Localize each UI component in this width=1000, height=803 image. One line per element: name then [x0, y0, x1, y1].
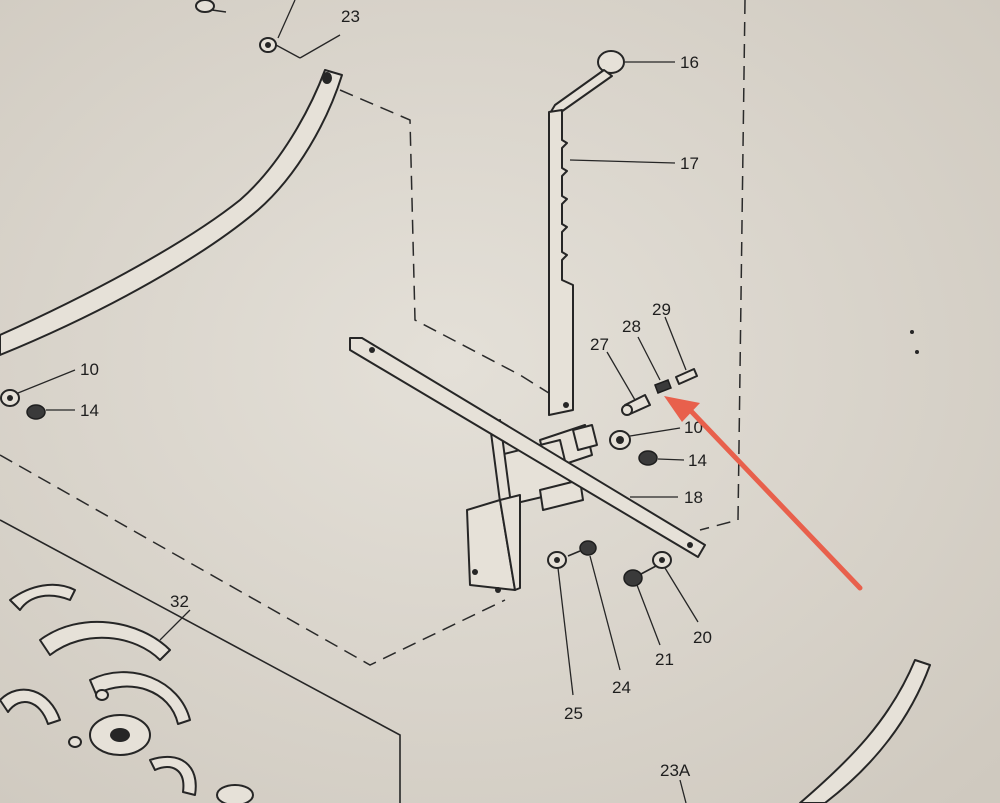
callout-32: 32: [170, 592, 189, 611]
callout-20: 20: [693, 628, 712, 647]
bottom-hardware: [547, 540, 672, 587]
callout-10-left: 10: [80, 360, 99, 379]
callout-25: 25: [564, 704, 583, 723]
callout-14-right: 14: [688, 451, 707, 470]
red-annotation-arrow: [664, 396, 863, 591]
callout-14-left: 14: [80, 401, 99, 420]
callout-10-right: 10: [684, 418, 703, 437]
callout-28: 28: [622, 317, 641, 336]
callout-23a: 23A: [660, 761, 691, 780]
callout-16: 16: [680, 53, 699, 72]
plate-18: [349, 337, 706, 558]
washer-nut-right: [609, 430, 658, 466]
washer-nut-left: [0, 389, 46, 420]
tine-assembly-32: [0, 519, 401, 803]
bolt-top-left: [195, 0, 296, 53]
callout-labels: 23 16 17 29 28 27 10 14 10 14 18 32 20 2…: [80, 7, 712, 780]
handle-bar-23a: [799, 659, 931, 803]
callout-29: 29: [652, 300, 671, 319]
callout-27: 27: [590, 335, 609, 354]
callout-24: 24: [612, 678, 631, 697]
callout-23: 23: [341, 7, 360, 26]
callout-21: 21: [655, 650, 674, 669]
detent-parts: [621, 368, 698, 416]
leader-lines: [17, 61, 699, 803]
shift-lever-17: [548, 50, 625, 416]
callout-17: 17: [680, 154, 699, 173]
assembly-dashed-outline: [0, 0, 746, 666]
callout-18: 18: [684, 488, 703, 507]
handle-bar-23: [0, 69, 343, 356]
stray-marks: [910, 330, 919, 354]
